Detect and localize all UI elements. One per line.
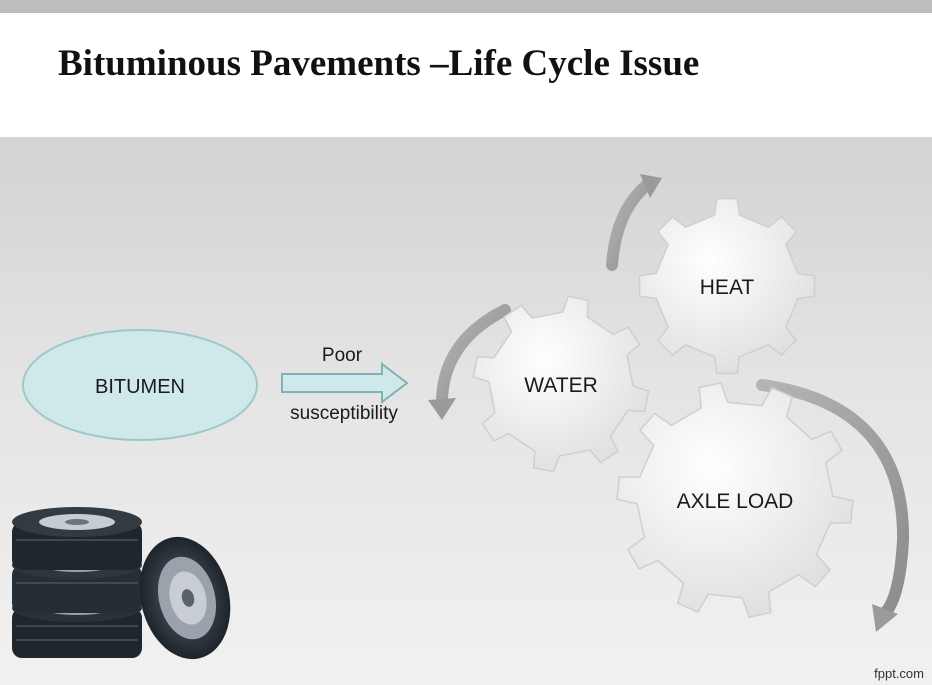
slide-header (0, 13, 932, 137)
gear-label-axle-load: AXLE LOAD (677, 490, 794, 513)
curved-arrow-icon (756, 379, 910, 632)
bitumen-ellipse (22, 329, 258, 441)
arrow-label-susceptibility: susceptibility (290, 403, 398, 424)
gear-icon (472, 295, 650, 473)
curved-arrow-icon (606, 174, 662, 271)
arrow-label-poor: Poor (322, 345, 363, 366)
curved-arrow-icon (428, 304, 511, 420)
gear-label-water: WATER (524, 374, 598, 397)
slide-title: Bituminous Pavements –Life Cycle Issue (58, 43, 700, 84)
watermark-text: fppt.com (874, 666, 924, 681)
gear-icon (616, 381, 854, 619)
right-block-arrow-icon (281, 361, 409, 405)
bitumen-label: BITUMEN (95, 376, 185, 398)
gear-icon (638, 197, 816, 375)
gear-label-heat: HEAT (700, 276, 755, 299)
tire-stack-icon (12, 507, 231, 660)
top-strip (0, 0, 932, 13)
